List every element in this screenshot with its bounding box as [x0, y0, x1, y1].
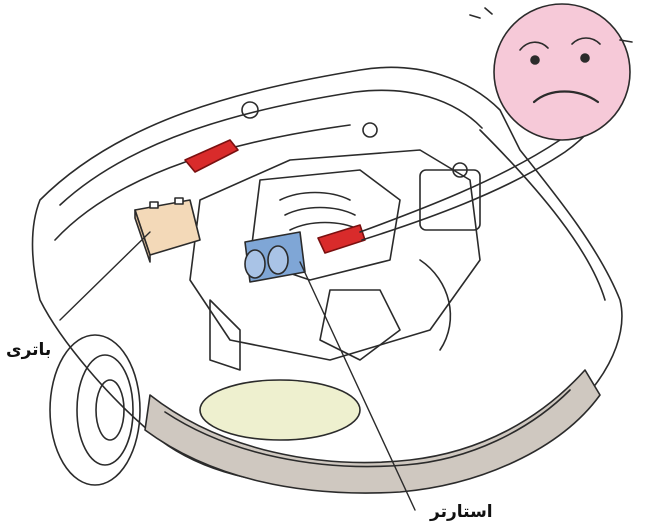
battery-label: باتری [6, 340, 51, 360]
starter-label: استارتر [430, 502, 493, 522]
battery-icon [135, 198, 200, 262]
headlight [200, 380, 360, 440]
sad-face-icon [470, 4, 632, 140]
front-bumper [145, 370, 600, 493]
battery-leader-line [60, 232, 150, 320]
